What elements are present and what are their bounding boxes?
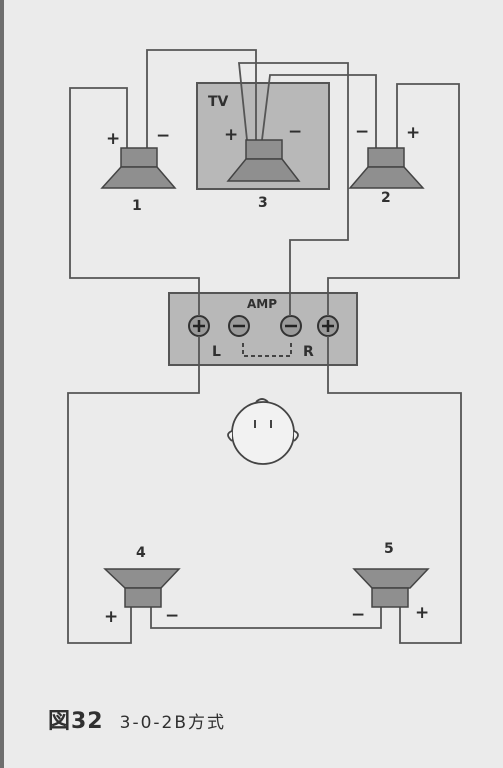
- speaker-3: [226, 139, 301, 182]
- listener-head-icon: [227, 398, 299, 465]
- speaker-4-plus-sign: +: [104, 607, 118, 627]
- speaker-3-number: 3: [258, 195, 268, 211]
- speaker-1: [100, 147, 177, 189]
- speaker-1-plus-sign: +: [106, 129, 120, 149]
- scan-edge: [0, 0, 4, 768]
- speaker-2-plus-sign: +: [406, 123, 420, 143]
- figure-number: 図32: [48, 709, 104, 734]
- wire-sp5-plus: [327, 336, 462, 644]
- tv-plus-sign: +: [224, 125, 238, 145]
- speaker-5-plus-sign: +: [415, 603, 429, 623]
- speaker-5-number: 5: [384, 541, 394, 557]
- wire-sp4-plus: [67, 336, 200, 644]
- amp-terminal-right-minus: [280, 315, 302, 337]
- speaker-1-minus-sign: −: [156, 126, 170, 146]
- amp-right-label: R: [303, 344, 314, 360]
- speaker-2-number: 2: [381, 190, 391, 206]
- amp-terminal-left-minus: [228, 315, 250, 337]
- wire-sp3-minus: [261, 74, 377, 148]
- speaker-4-number: 4: [136, 545, 146, 561]
- figure-title: 3-0-2B方式: [119, 713, 227, 733]
- speaker-5-minus-sign: −: [351, 605, 365, 625]
- tv-minus-sign: −: [288, 122, 302, 142]
- wire-sp2-plus: [327, 83, 460, 316]
- figure-caption: 図32 3-0-2B方式: [48, 703, 227, 734]
- wiring-diagram: TV + − AMP L R: [67, 49, 462, 644]
- speaker-2-minus-sign: −: [355, 122, 369, 142]
- wiring: [67, 49, 462, 644]
- speaker-5: [352, 568, 430, 608]
- amp-terminal-right-plus: [317, 315, 339, 337]
- amp-label: AMP: [247, 297, 277, 311]
- speaker-4-minus-sign: −: [165, 606, 179, 626]
- tv-label: TV: [208, 94, 229, 110]
- amp-link-dashed: [242, 343, 292, 357]
- wire-rear-minus: [150, 606, 382, 629]
- amp-left-label: L: [212, 344, 221, 360]
- speaker-1-number: 1: [132, 198, 142, 214]
- speaker-2: [348, 147, 425, 189]
- wire-sp1-plus: [69, 87, 200, 316]
- amp-terminal-left-plus: [188, 315, 210, 337]
- wire-sp3-plus: [238, 62, 349, 316]
- wire-sp1-minus: [146, 49, 257, 148]
- speaker-4: [103, 568, 181, 608]
